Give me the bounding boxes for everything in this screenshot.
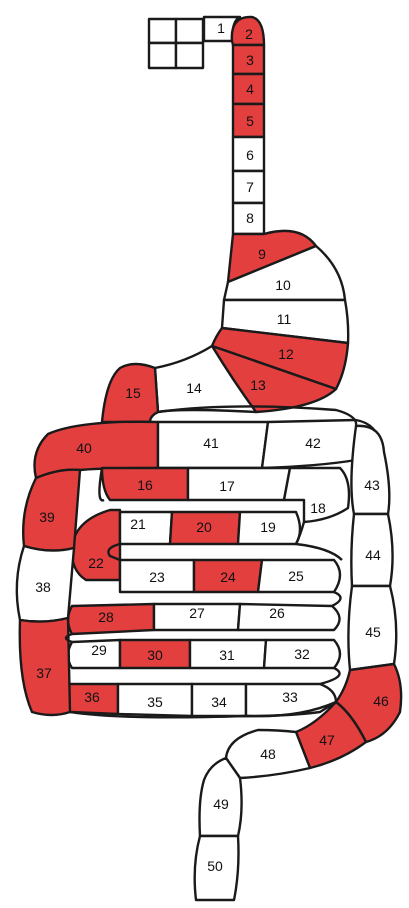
- start-grid: [149, 19, 203, 68]
- cell-number: 1: [217, 20, 225, 36]
- cell-43[interactable]: [351, 426, 389, 514]
- gut-wall: [296, 522, 342, 560]
- cell-number: 40: [76, 440, 92, 456]
- cell-number: 35: [147, 694, 163, 710]
- cell-number: 4: [246, 81, 254, 97]
- cell-number: 49: [213, 796, 229, 812]
- cell-number: 13: [250, 377, 266, 393]
- cell-number: 19: [260, 519, 276, 535]
- cell-number: 48: [260, 746, 276, 762]
- cell-number: 44: [365, 547, 381, 563]
- cell-number: 12: [278, 346, 294, 362]
- cell-number: 29: [91, 642, 107, 658]
- cell-number: 14: [186, 380, 202, 396]
- cell-number: 3: [246, 52, 254, 68]
- cell-number: 22: [88, 555, 104, 571]
- cell-number: 9: [258, 246, 266, 262]
- cell-26[interactable]: [238, 604, 340, 630]
- cell-number: 2: [245, 26, 253, 42]
- cell-number: 25: [288, 568, 304, 584]
- cell-number: 37: [36, 665, 52, 681]
- cell-number: 36: [84, 689, 100, 705]
- cell-number: 21: [130, 516, 146, 532]
- cell-number: 30: [147, 647, 163, 663]
- cell-number: 47: [319, 732, 335, 748]
- cell-number: 7: [246, 179, 254, 195]
- cell-number: 11: [277, 311, 292, 327]
- cell-number: 28: [98, 609, 114, 625]
- cell-number: 5: [246, 113, 254, 129]
- cell-number: 20: [196, 519, 212, 535]
- cell-number: 33: [282, 689, 298, 705]
- cell-number: 50: [207, 858, 223, 874]
- gut-wall: [320, 668, 340, 684]
- cell-number: 26: [269, 605, 285, 621]
- cell-number: 16: [137, 477, 153, 493]
- cell-number: 18: [310, 500, 326, 516]
- cell-number: 23: [149, 569, 165, 585]
- cell-number: 46: [373, 693, 389, 709]
- cell-number: 38: [35, 579, 51, 595]
- cell-number: 24: [220, 569, 236, 585]
- gut-wall: [332, 592, 341, 606]
- cell-number: 34: [211, 694, 227, 710]
- cell-number: 27: [189, 605, 205, 621]
- cell-17[interactable]: [188, 468, 290, 500]
- cell-number: 45: [365, 624, 381, 640]
- cell-number: 6: [246, 147, 254, 163]
- cell-number: 17: [219, 478, 235, 494]
- cell-number: 41: [203, 435, 219, 451]
- cell-number: 32: [294, 646, 310, 662]
- cell-number: 8: [246, 210, 254, 226]
- cell-number: 10: [275, 277, 291, 293]
- cell-number: 39: [39, 509, 55, 525]
- cell-number: 31: [219, 647, 235, 663]
- cell-number: 15: [125, 385, 141, 401]
- cell-number: 42: [305, 435, 321, 451]
- cell-21[interactable]: [120, 512, 172, 544]
- cell-number: 43: [364, 477, 380, 493]
